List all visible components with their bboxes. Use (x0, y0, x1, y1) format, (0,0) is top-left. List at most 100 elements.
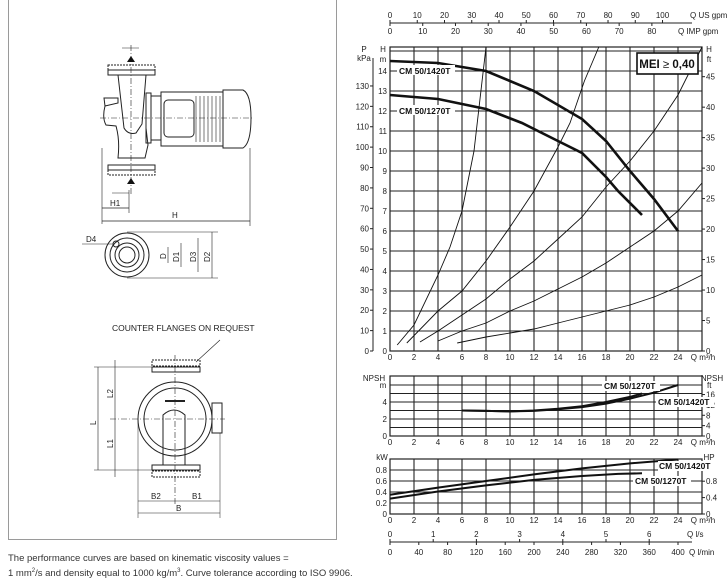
dimension-drawing-panel (8, 0, 337, 540)
footnote-line-1: The performance curves are based on kine… (8, 553, 289, 564)
y-tick-label: 0.4 (376, 488, 388, 497)
y-tick-label: 6 (383, 227, 388, 236)
lmin-tick-label: 80 (443, 548, 452, 557)
kpa-tick-label: 50 (360, 245, 369, 254)
x-tick-label: 2 (412, 516, 417, 525)
x-tick-label: 22 (650, 353, 659, 362)
x-tick-label: 22 (650, 438, 659, 447)
y-tick-label: 2 (383, 415, 388, 424)
dim-label-d4: D4 (86, 235, 97, 244)
x-tick-label: 6 (460, 438, 465, 447)
x-tick-label: 10 (506, 438, 515, 447)
ft-tick-label: 8 (706, 411, 711, 420)
dim-label-d: D (159, 253, 168, 259)
lmin-tick-label: 280 (585, 548, 599, 557)
y-axis-label-kw: kW (376, 453, 388, 462)
kpa-tick-label: 90 (360, 164, 369, 173)
kpa-tick-label: 80 (360, 184, 369, 193)
x-tick-label: 20 (626, 438, 635, 447)
flow-arrow-up-icon (127, 178, 135, 184)
y-tick-label: 7 (383, 207, 388, 216)
x-tick-label: 16 (578, 353, 587, 362)
ft-tick-label: 5 (706, 317, 711, 326)
y-tick-label: 1 (383, 327, 388, 336)
ls-tick-label: 2 (474, 530, 479, 539)
ls-tick-label: 1 (431, 530, 436, 539)
hp-tick-label: 0.4 (706, 494, 718, 503)
curve-label-bg (602, 381, 660, 391)
y-tick-label: 8 (383, 187, 388, 196)
footnote-superscript: 3 (177, 568, 181, 574)
x-tick-label: 16 (578, 438, 587, 447)
kpa-tick-label: 20 (360, 306, 369, 315)
plot-frame (389, 458, 703, 515)
y-tick-label: 9 (383, 167, 388, 176)
y-tick-label: 14 (378, 67, 387, 76)
us-gpm-tick-label: 100 (656, 11, 670, 20)
mei-badge-text: MEI ≥ 0,40 (639, 59, 695, 71)
mei-badge (636, 52, 699, 75)
x-tick-label: 8 (484, 516, 489, 525)
dim-label-h1: H1 (110, 199, 121, 208)
y-right-label-hp: HP (703, 453, 714, 462)
x-tick-label: 14 (554, 353, 563, 362)
y-tick-label: 0.2 (376, 499, 388, 508)
x-tick-label: 0 (388, 516, 393, 525)
y-axis-unit-kpa: kPa (357, 54, 371, 63)
ft-tick-label: 45 (706, 73, 715, 82)
ls-tick-label: 3 (517, 530, 522, 539)
curve-cm-50-1420t (389, 458, 679, 496)
y-tick-label: 4 (383, 398, 388, 407)
ls-axis-label: Q l/s (687, 530, 703, 539)
kpa-tick-label: 100 (356, 143, 370, 152)
imp-gpm-tick-label: 40 (516, 27, 525, 36)
x-tick-label: 4 (436, 353, 441, 362)
y-axis-label-h: H (380, 45, 386, 54)
y-axis-unit-m: m (380, 55, 387, 64)
us-gpm-axis-label: Q US gpm (690, 11, 727, 20)
y-tick-label: 11 (379, 127, 388, 136)
y-tick-label: 0 (383, 432, 388, 441)
ls-tick-label: 6 (647, 530, 652, 539)
y-tick-label: 0 (383, 510, 388, 519)
lmin-tick-label: 120 (470, 548, 484, 557)
y-tick-label: 4 (383, 267, 388, 276)
ft-tick-label: 30 (706, 164, 715, 173)
pump-dimension-drawing: H1 H D4 D D1 D3 D2 COUNTER FLANGES ON RE… (82, 45, 255, 518)
lmin-tick-label: 360 (643, 548, 657, 557)
ft-tick-label: 35 (706, 134, 715, 143)
y-right-label-npsh: NPSH (701, 374, 723, 383)
dim-label-b1: B1 (192, 492, 202, 501)
lmin-tick-label: 400 (671, 548, 685, 557)
x-axis-label: Q m³/h (691, 353, 715, 362)
pump-front-view (94, 339, 225, 518)
x-tick-label: 12 (530, 353, 539, 362)
system-curve (406, 46, 600, 344)
x-axis-label: Q m³/h (691, 438, 715, 447)
us-gpm-tick-label: 20 (440, 11, 449, 20)
us-gpm-tick-label: 10 (413, 11, 422, 20)
lmin-tick-label: 160 (499, 548, 513, 557)
y-right-unit-ft: ft (707, 55, 712, 64)
footnote-line-2: 1 mm2/s and density equal to 1000 kg/m3.… (8, 568, 353, 579)
flange-view (82, 231, 218, 279)
x-tick-label: 22 (650, 516, 659, 525)
x-tick-label: 18 (602, 516, 611, 525)
curve-label-1270t: CM 50/1270T (399, 106, 451, 116)
imp-gpm-tick-label: 50 (549, 27, 558, 36)
x-tick-label: 18 (602, 438, 611, 447)
curve-label-bg (633, 476, 691, 486)
x-tick-label: 2 (412, 438, 417, 447)
kpa-tick-label: 120 (356, 102, 370, 111)
dim-label-l2: L2 (106, 389, 115, 398)
footnote-text: 1 mm (8, 568, 32, 580)
y-tick-label: 3 (383, 287, 388, 296)
x-tick-label: 14 (554, 438, 563, 447)
y-tick-label: 13 (378, 87, 387, 96)
imp-gpm-tick-label: 80 (647, 27, 656, 36)
x-tick-label: 2 (412, 353, 417, 362)
x-tick-label: 20 (626, 516, 635, 525)
ft-tick-label: 0 (706, 432, 711, 441)
footnote-text: . Curve tolerance according to ISO 9906. (180, 568, 353, 580)
